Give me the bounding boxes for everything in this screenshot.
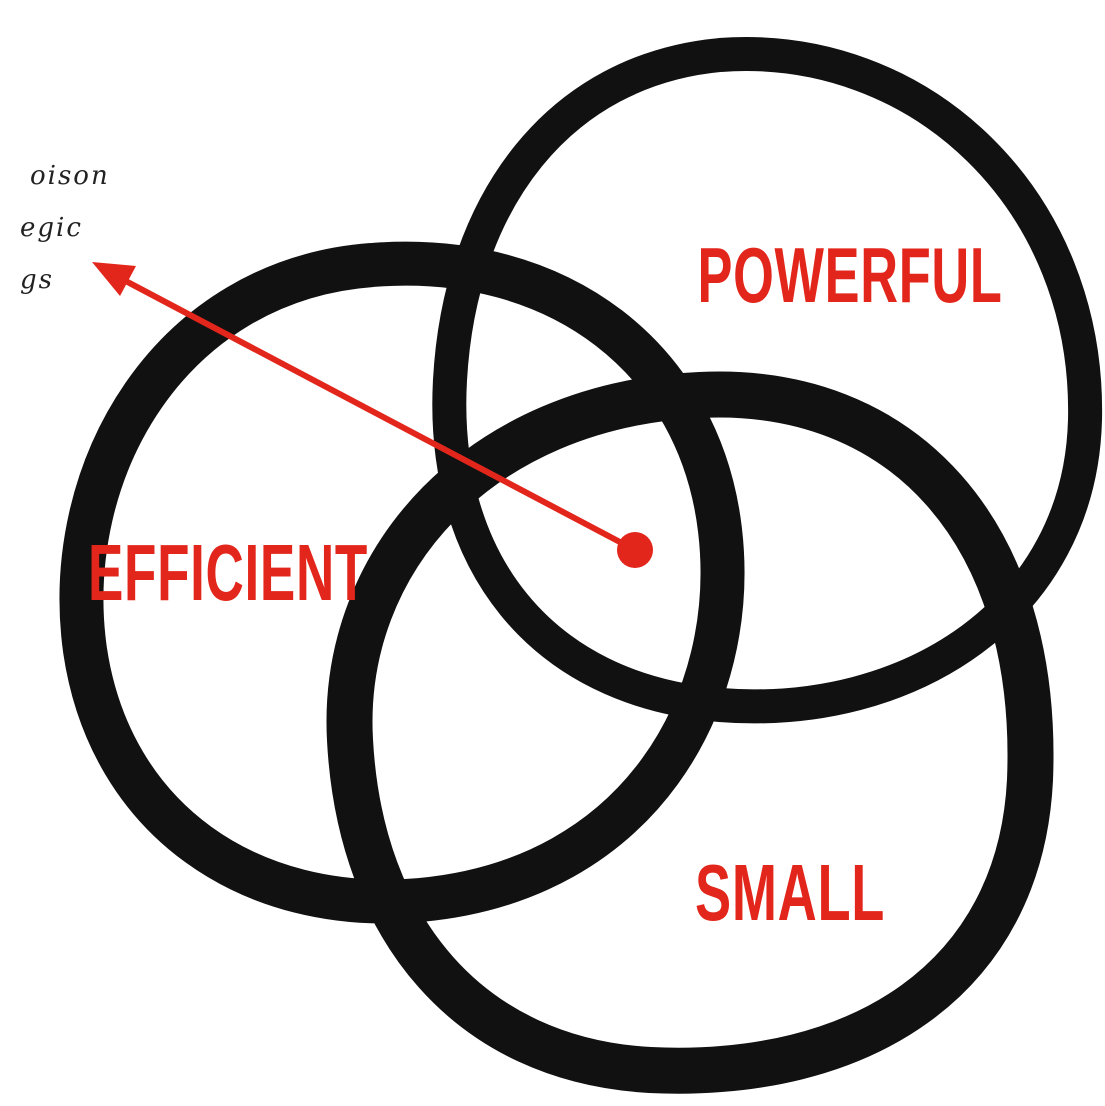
powerful-ring	[432, 37, 1103, 724]
small-ring	[326, 371, 1054, 1094]
center-dot	[617, 532, 653, 568]
label-powerful: POWERFUL	[698, 231, 1003, 319]
arrow-line	[117, 275, 638, 553]
arrow-head	[92, 262, 136, 296]
label-small: SMALL	[695, 848, 885, 937]
caption-line-3: gs	[20, 265, 54, 295]
caption-line-1: oison	[30, 161, 110, 191]
caption-line-2: egic	[20, 213, 83, 243]
label-efficient: EFFICIENT	[88, 528, 368, 617]
caption-fragment: oison egic gs	[0, 150, 120, 306]
